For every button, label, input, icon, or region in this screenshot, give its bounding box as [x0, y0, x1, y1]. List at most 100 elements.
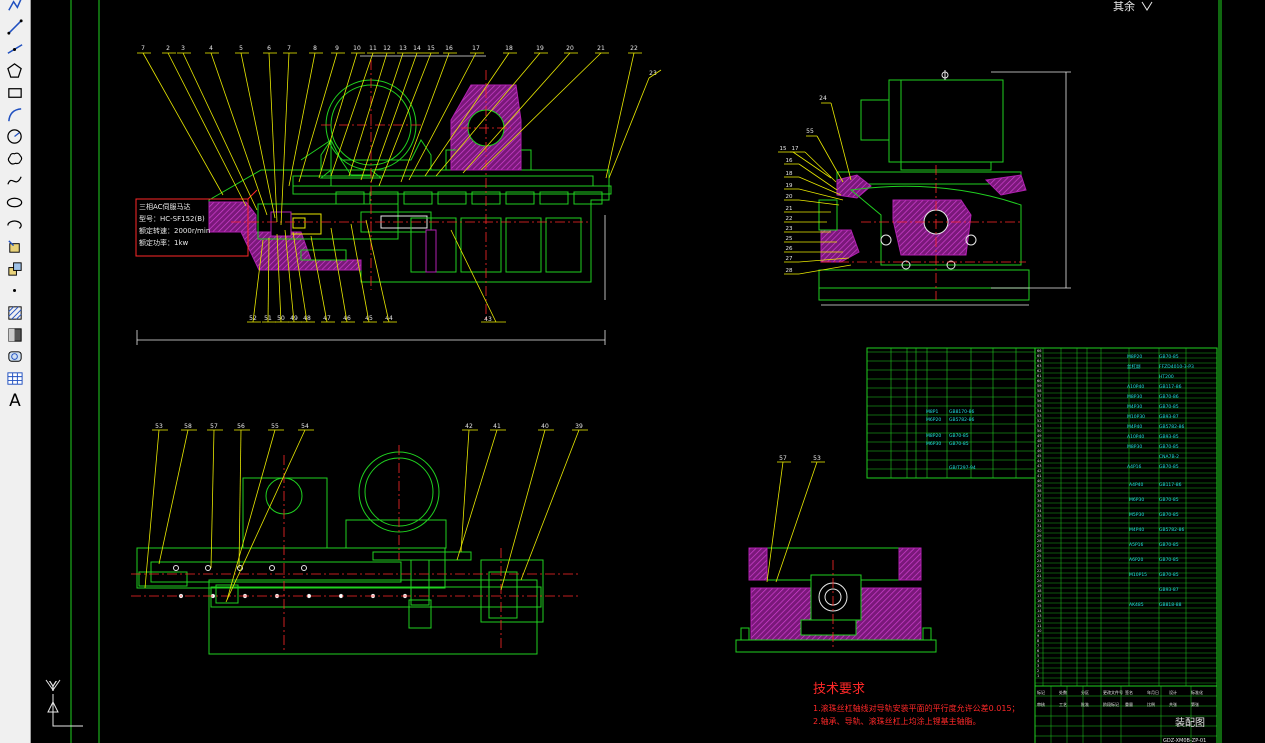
parts-list-index: 43: [1037, 464, 1041, 468]
balloon-leader: [226, 429, 276, 601]
revision-cloud-tool[interactable]: [2, 148, 28, 169]
balloon-leader: [608, 77, 650, 179]
title-block-cell: 阶段标记: [1103, 701, 1119, 707]
roughness-symbol: [1141, 1, 1153, 11]
polygon-tool[interactable]: [2, 60, 28, 81]
title-block-cell: 审核: [1037, 701, 1045, 707]
balloon-leader: [460, 429, 470, 553]
bottom-view-endblock: [480, 559, 544, 623]
parts-list-index: 60: [1037, 379, 1041, 383]
ucs-icon-arrow: [47, 700, 59, 713]
balloon-leader: [798, 264, 852, 275]
balloon-leader: [798, 199, 840, 206]
parts-list-cell: GB70-85: [1159, 464, 1179, 470]
ellipse-arc-tool[interactable]: [2, 214, 28, 235]
balloon-label: 17: [472, 45, 480, 52]
ellipse-tool[interactable]: [2, 192, 28, 213]
balloon-label: 2: [166, 45, 170, 52]
ucs-icon-y-glyph: [45, 679, 61, 691]
balloon-label: 21: [786, 206, 793, 212]
balloon-label: 6: [267, 45, 271, 52]
arc-tool[interactable]: [2, 104, 28, 125]
polyline-tool[interactable]: [2, 0, 28, 15]
bottom-view-bearing: [215, 584, 239, 604]
parts-list-index: 2: [1037, 669, 1039, 673]
balloon-label: 7: [141, 45, 145, 52]
balloon-label: 39: [575, 423, 583, 430]
table-tool[interactable]: [2, 368, 28, 389]
title-block-cell: 处数: [1059, 689, 1067, 695]
circle-tool[interactable]: [2, 126, 28, 147]
parts-list-index: 49: [1037, 434, 1041, 438]
balloon-label: 20: [566, 45, 574, 52]
front-view-rib: [437, 191, 467, 205]
insert-block-tool[interactable]: [2, 236, 28, 257]
ucs-icon-axis: [52, 694, 83, 727]
table-icon: [7, 371, 23, 385]
balloon-label: 40: [541, 423, 549, 430]
parts-list-index: 27: [1037, 544, 1041, 548]
balloon-label: 45: [365, 315, 373, 322]
parts-list-index: 1: [1037, 674, 1039, 678]
parts-list-cell: GB93-87: [1159, 587, 1179, 593]
parts-list-index: 56: [1037, 399, 1041, 403]
motor-callout-line: 三相AC伺服马达: [139, 202, 191, 211]
balloon-leader: [182, 52, 258, 211]
side-view-motor-inner: [900, 79, 1004, 163]
front-view-bearing-2: [292, 217, 306, 229]
bottom-view-coupling: [138, 571, 188, 587]
multiline-text-tool[interactable]: A: [2, 390, 28, 411]
region-icon: [8, 350, 22, 362]
parts-list-index: 35: [1037, 504, 1041, 508]
parts-list-index: 5: [1037, 654, 1039, 658]
construction-line-tool[interactable]: [2, 38, 28, 59]
make-block-tool[interactable]: [2, 258, 28, 279]
spline-tool[interactable]: [2, 170, 28, 191]
side-view-right-lug: [984, 174, 1027, 196]
parts-list-cell: M6P30: [926, 441, 941, 447]
balloon-label: 57: [779, 455, 787, 462]
parts-list-index: 17: [1037, 594, 1041, 598]
hatch-tool[interactable]: [2, 302, 28, 323]
side-view-lower-lug: [820, 229, 860, 263]
balloon-leader: [775, 461, 818, 583]
section-view-right-lug: [898, 547, 922, 581]
parts-list-index: 57: [1037, 394, 1041, 398]
balloon-leader: [798, 188, 844, 201]
parts-list-cell: A4P16: [1127, 464, 1142, 470]
parts-list-index: 25: [1037, 554, 1041, 558]
section-view-left-lug: [748, 547, 768, 581]
balloon-leader: [408, 52, 477, 181]
point-tool[interactable]: [2, 280, 28, 301]
parts-list-index: 9: [1037, 634, 1039, 638]
region-tool[interactable]: [2, 346, 28, 367]
balloon-label: 46: [343, 315, 351, 322]
rectangle-tool[interactable]: [2, 82, 28, 103]
section-view-foot: [922, 627, 932, 641]
front-view-rib: [369, 191, 399, 205]
parts-list-index: 40: [1037, 479, 1041, 483]
motor-callout-line: 型号：HC-SF152(B): [139, 214, 205, 223]
title-block-cell: 批准: [1081, 701, 1089, 707]
make-block-icon: [8, 261, 22, 276]
parts-list-index: 32: [1037, 519, 1041, 523]
line-tool[interactable]: [2, 16, 28, 37]
parts-list-cell: GB70-85: [949, 441, 969, 447]
balloon-label: 23: [649, 70, 657, 77]
bottom-view-table: [150, 561, 402, 583]
gradient-tool[interactable]: [2, 324, 28, 345]
balloon-leader: [310, 235, 328, 323]
balloon-label: 54: [301, 423, 309, 430]
balloon-leader: [798, 176, 842, 196]
balloon-label: 19: [786, 183, 793, 189]
parts-list-cell: M8P30: [1127, 444, 1142, 450]
balloon-label: 11: [369, 45, 377, 52]
bottom-view-bolt: [205, 565, 211, 571]
side-view-left-lug: [836, 174, 872, 199]
front-view-rib: [335, 191, 365, 205]
side-view-hole: [946, 260, 956, 270]
parts-list-index: 46: [1037, 449, 1041, 453]
parts-list-index: 13: [1037, 614, 1041, 618]
pillow-block-left: [320, 139, 432, 170]
